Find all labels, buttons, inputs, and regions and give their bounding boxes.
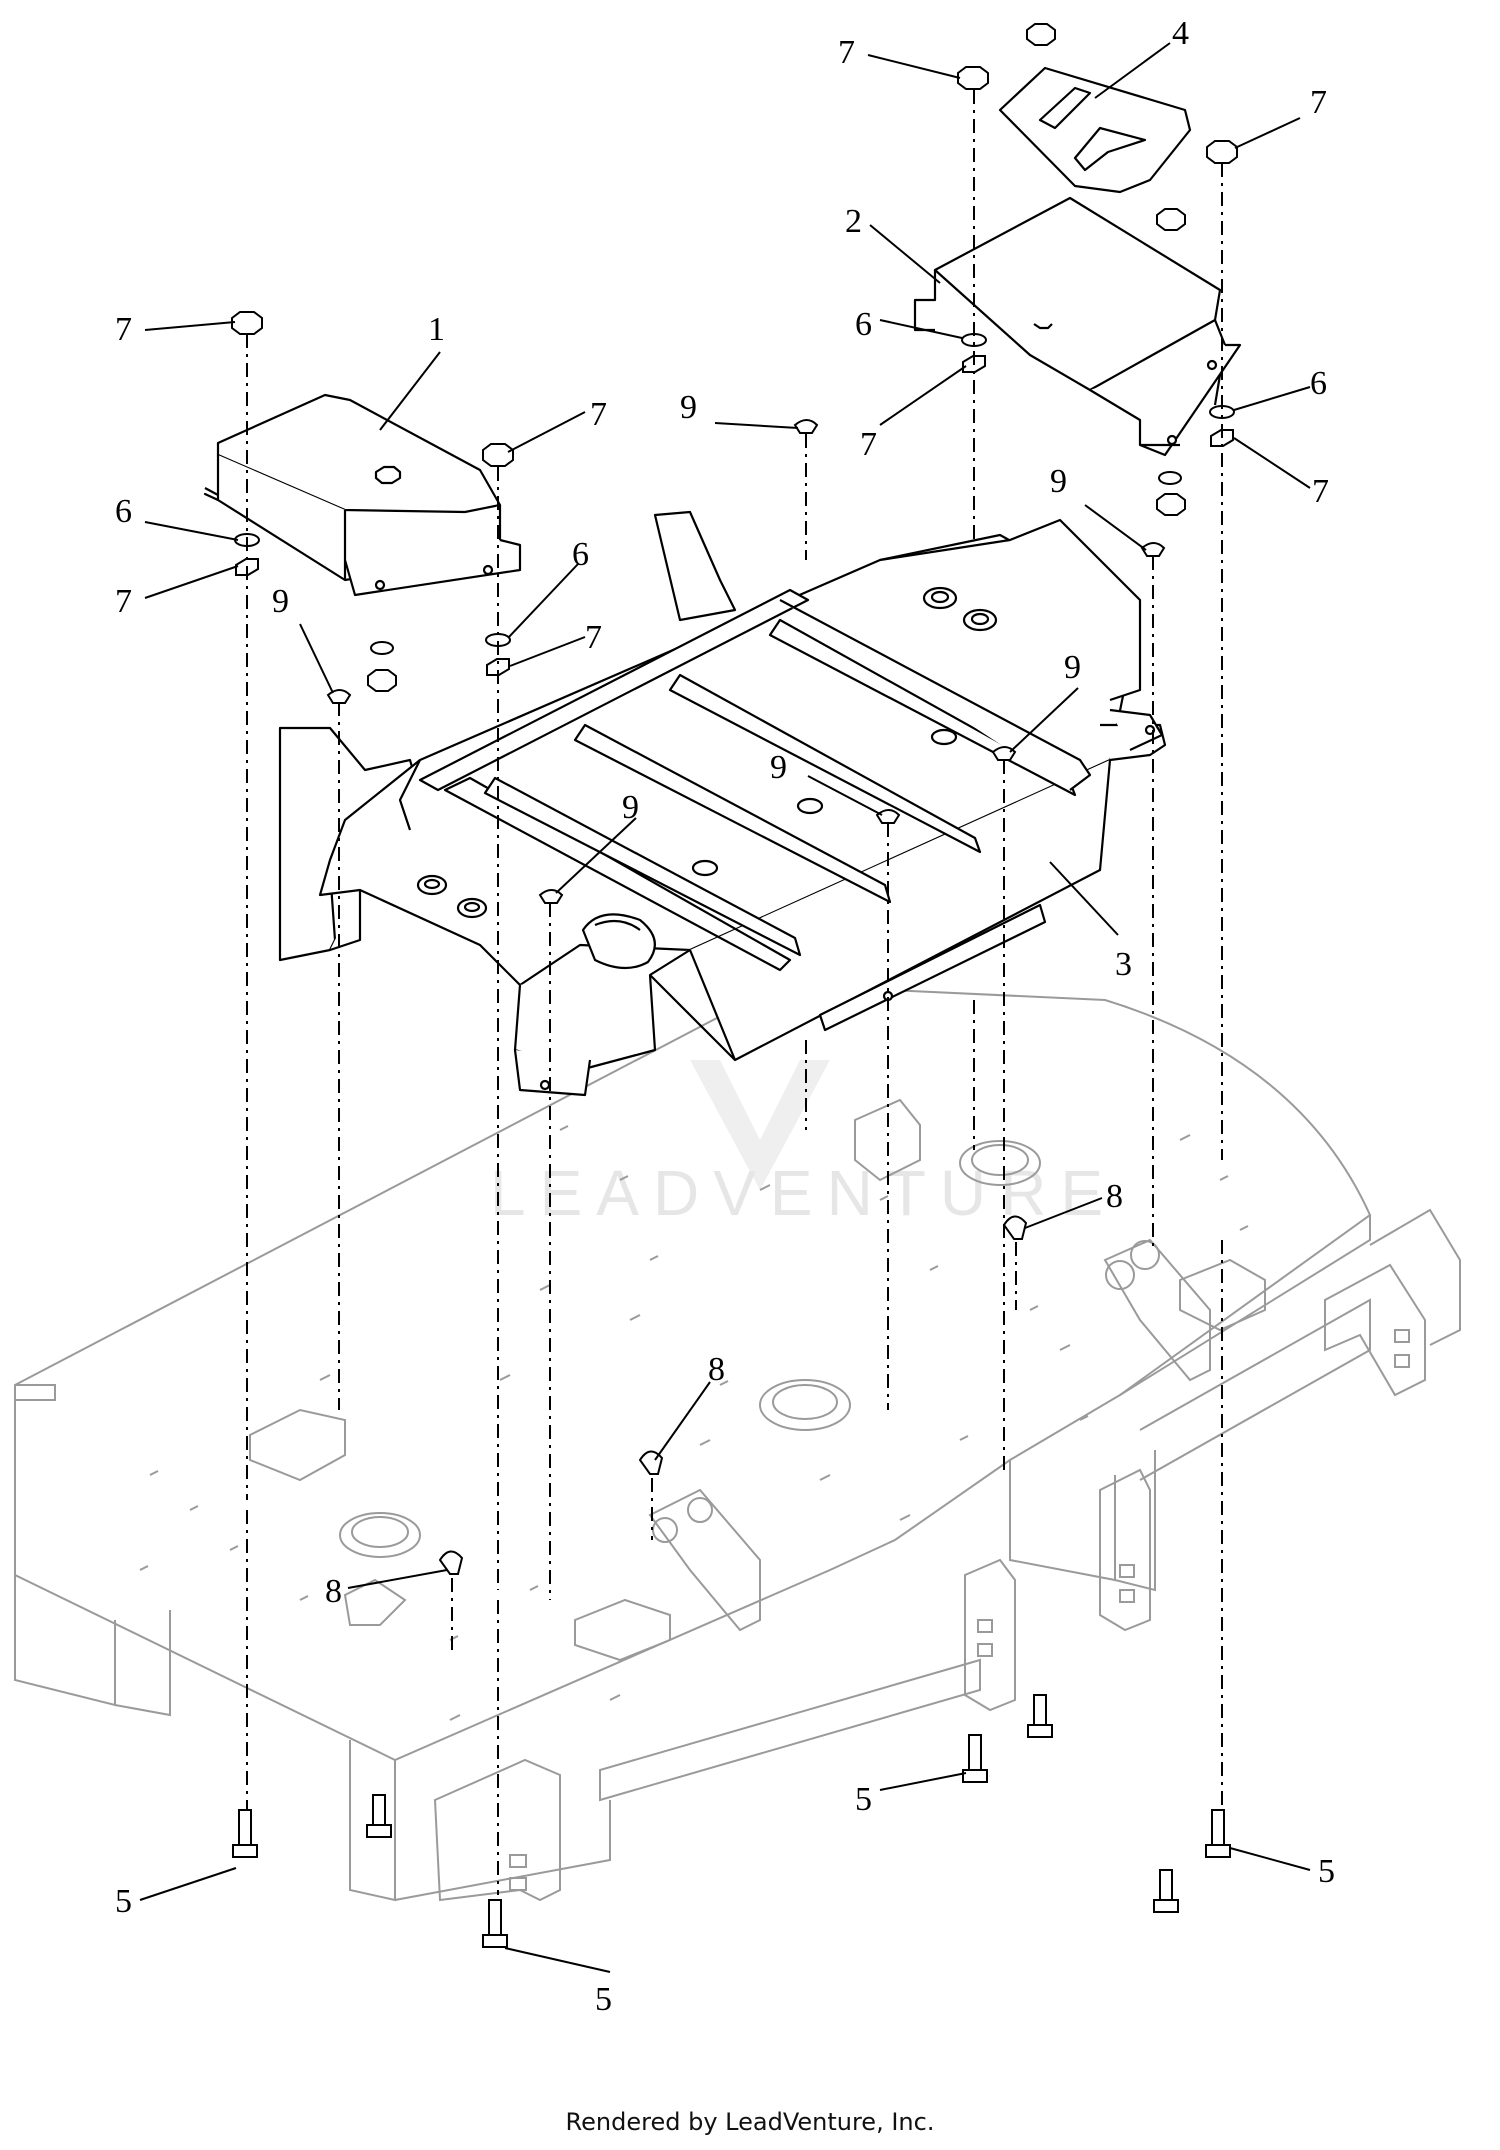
callout-labels: 1 2 3 4 7 7 7 7 7 7 7 7 6 6 6 6 9 9 9 9 … — [115, 15, 1335, 2018]
callout-leaders — [139, 42, 1311, 1973]
hex-bolt-icon — [962, 1734, 988, 1783]
callout-5: 5 — [855, 1781, 872, 1818]
callout-9: 9 — [1050, 463, 1067, 500]
belt-shield-part-3 — [278, 510, 1167, 1097]
hex-bolt-icon — [366, 1794, 392, 1838]
callout-8: 8 — [1106, 1178, 1123, 1215]
hex-bolt-icon — [1027, 1694, 1053, 1738]
mower-deck — [14, 983, 1461, 1902]
watermark-text: LEADVENTURE — [490, 1157, 1117, 1229]
lock-nut-icon — [367, 669, 397, 692]
callout-1: 1 — [428, 311, 445, 348]
callout-5: 5 — [1318, 1853, 1335, 1890]
lock-nut-icon — [1156, 208, 1186, 231]
lock-nut-icon — [1026, 23, 1056, 46]
hex-bolt-icon — [1205, 1809, 1231, 1858]
callout-7: 7 — [585, 619, 602, 656]
plate-part-4 — [998, 66, 1192, 194]
lock-nut-icon — [482, 443, 514, 467]
callout-5: 5 — [595, 1981, 612, 2018]
callout-7: 7 — [1310, 84, 1327, 121]
left-cover-part-1 — [203, 393, 522, 597]
hex-bolt-icon — [232, 1809, 258, 1858]
callout-9: 9 — [622, 789, 639, 826]
callout-9: 9 — [770, 749, 787, 786]
callout-7: 7 — [590, 396, 607, 433]
callout-7: 7 — [860, 426, 877, 463]
render-credit: Rendered by LeadVenture, Inc. — [565, 2108, 935, 2136]
hex-bolt-icon — [482, 1899, 508, 1948]
callout-5: 5 — [115, 1883, 132, 1920]
callout-4: 4 — [1172, 15, 1189, 52]
callout-3: 3 — [1115, 946, 1132, 983]
callout-9: 9 — [680, 389, 697, 426]
callout-6: 6 — [572, 536, 589, 573]
callout-7: 7 — [1312, 473, 1329, 510]
lock-nut-icon — [231, 311, 263, 335]
callout-6: 6 — [855, 306, 872, 343]
callout-2: 2 — [845, 203, 862, 240]
washer-icon — [1158, 471, 1182, 485]
lock-nut-icon — [1156, 493, 1186, 516]
callout-6: 6 — [1310, 365, 1327, 402]
callout-6: 6 — [115, 493, 132, 530]
callout-7: 7 — [115, 311, 132, 348]
callout-7: 7 — [838, 34, 855, 71]
lock-nut-icon — [957, 66, 989, 90]
callout-9: 9 — [272, 583, 289, 620]
callout-7: 7 — [115, 583, 132, 620]
assembly-center-lines — [246, 90, 1223, 1895]
hex-bolt-icon — [1153, 1869, 1179, 1913]
lock-nut-icon — [1206, 140, 1238, 164]
callout-8: 8 — [708, 1351, 725, 1388]
callout-8: 8 — [325, 1573, 342, 1610]
callout-9: 9 — [1064, 649, 1081, 686]
washer-icon — [370, 641, 394, 655]
right-cover-part-2 — [913, 196, 1242, 457]
